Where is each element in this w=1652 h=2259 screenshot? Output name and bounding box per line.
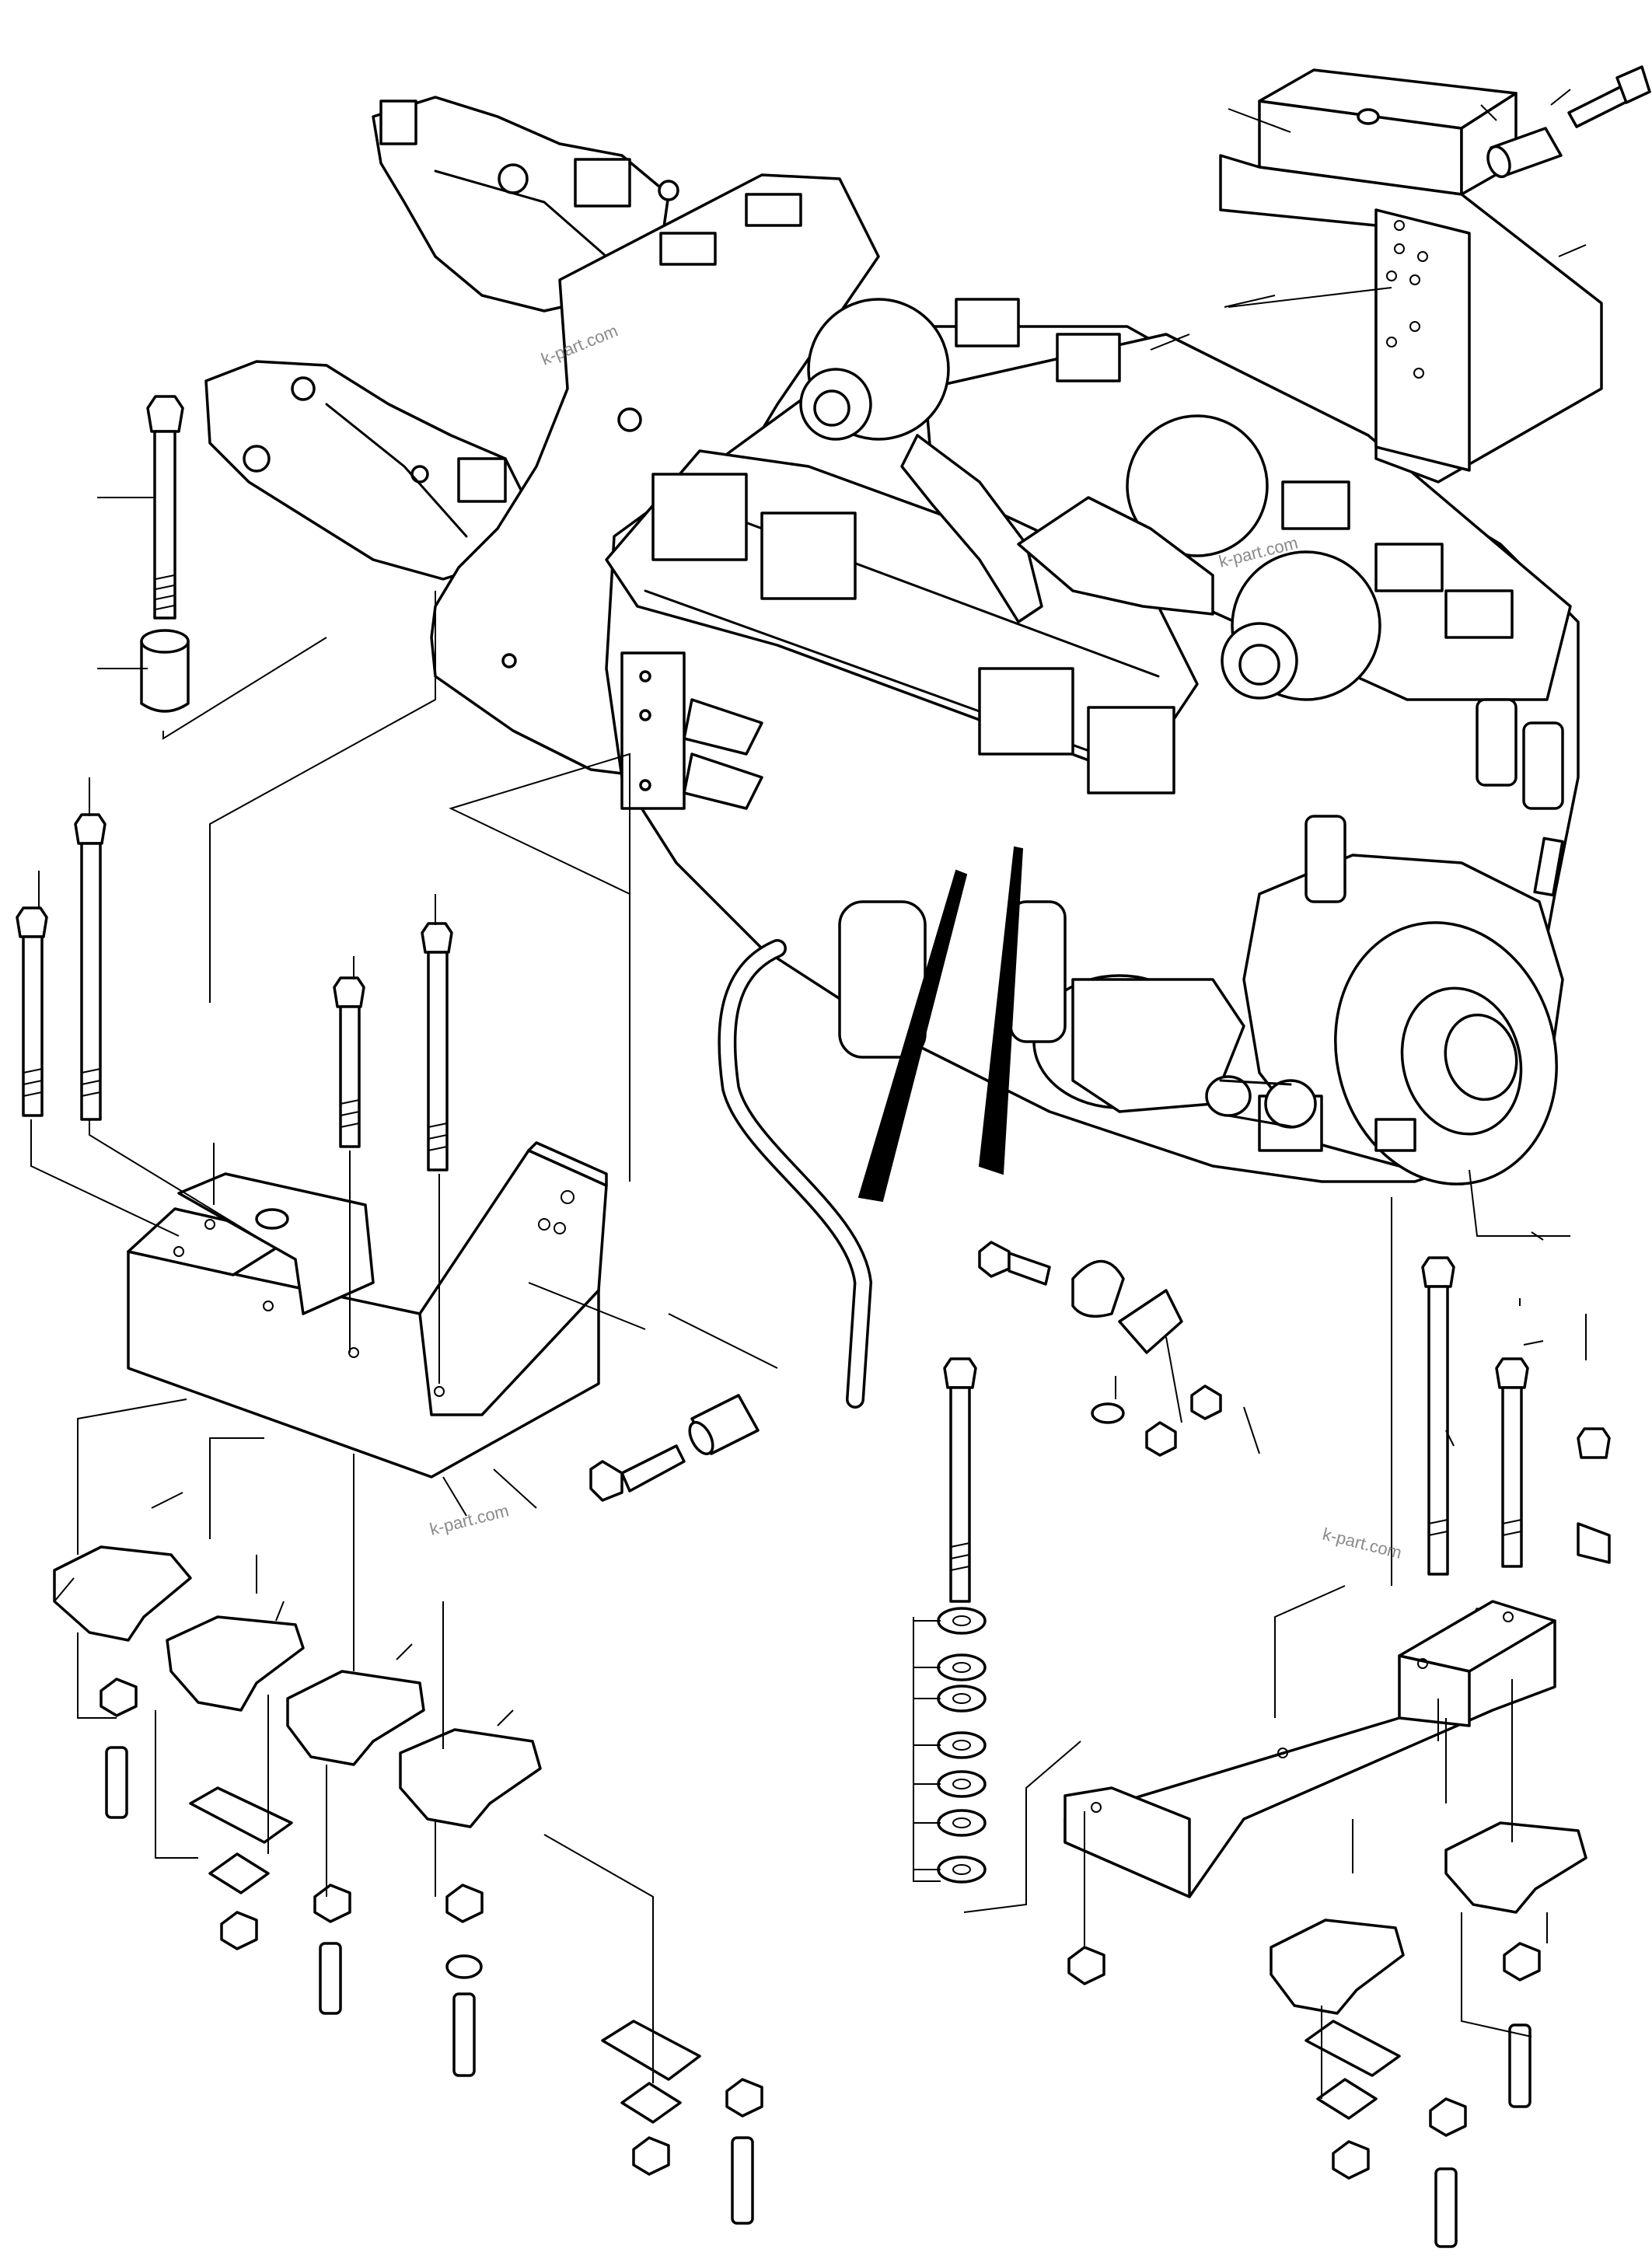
assembly-pointer-right — [978, 846, 1024, 1175]
mount-hardware-right — [1304, 1522, 1611, 2248]
upper-bracket-assembly — [1219, 65, 1651, 484]
rubber-mounts-left — [53, 1545, 542, 1828]
starter-motor — [620, 651, 1067, 1059]
assembly-pointer-left — [857, 869, 968, 1203]
left-mounting-bracket — [127, 1141, 608, 1479]
leader-lines — [30, 89, 1587, 2099]
bracket-bolts-right — [943, 1256, 1611, 1603]
hydraulic-pump-lower — [204, 360, 530, 581]
turbocharger-right — [1017, 414, 1381, 701]
washer-stack — [937, 1607, 1105, 1985]
side-filters — [1304, 698, 1564, 903]
bracket-bolts-left — [16, 813, 453, 1171]
alternator — [1032, 974, 1317, 1129]
right-mounting-bracket — [1063, 1600, 1556, 1898]
mount-hardware-left — [100, 1678, 763, 2225]
clamp-parts — [978, 1241, 1222, 1457]
bolt-and-spacer-mid — [589, 1394, 760, 1502]
long-bolt-upper-left — [140, 395, 190, 713]
rubber-mounts-right — [1270, 1821, 1587, 2015]
engine-assembly — [204, 96, 1580, 1203]
hydraulic-pump-upper — [372, 96, 679, 312]
turbocharger-left — [799, 298, 1043, 623]
watermark-3: k-part.com — [428, 1500, 511, 1538]
front-gear-case — [1242, 854, 1564, 1185]
